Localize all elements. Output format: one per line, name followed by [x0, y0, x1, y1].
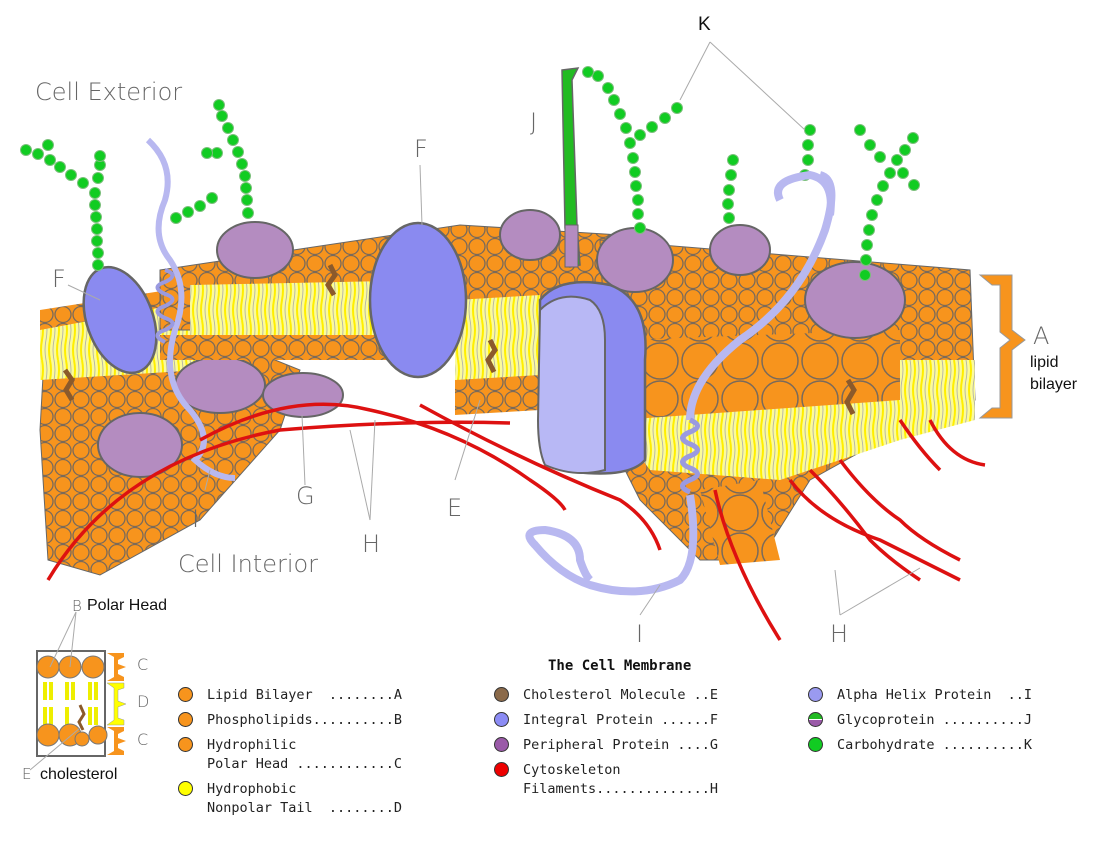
label-k: K	[698, 14, 711, 35]
label-f-top: F	[414, 135, 428, 163]
peripheral-protein	[804, 261, 906, 339]
integral-protein-channel-face	[536, 295, 606, 475]
legend-item-peripheral-protein: Peripheral Protein ....G	[494, 736, 718, 755]
cholesterol-molecule	[844, 378, 857, 416]
brown-circle-icon	[494, 687, 509, 702]
legend-title: The Cell Membrane	[548, 658, 692, 674]
carbohydrate-chain-2	[201, 99, 254, 219]
legend-item-phospholipids: Phospholipids..........B	[178, 711, 402, 730]
carbohydrate-chain-1	[20, 139, 106, 271]
cholesterol-molecule	[62, 368, 75, 402]
inset-label-d: D	[137, 692, 150, 711]
right-membrane-section	[596, 224, 976, 565]
carbohydrate-chains	[20, 66, 920, 281]
label-a: A	[1033, 322, 1050, 350]
lavender-circle-icon	[808, 687, 823, 702]
legend-item-glycoprotein: Glycoprotein ..........J	[808, 711, 1032, 730]
inset-label-c-top: C	[137, 655, 149, 674]
label-h-right: H	[830, 620, 849, 648]
legend-column-2: Cholesterol Molecule ..E Integral Protei…	[494, 686, 718, 805]
inset-caption-polar-head: Polar Head	[87, 597, 168, 614]
label-h-left: H	[362, 530, 381, 558]
legend-item-integral-protein: Integral Protein ......F	[494, 711, 718, 730]
legend-column-3: Alpha Helix Protein ..I Glycoprotein ...…	[808, 686, 1032, 761]
label-j: J	[530, 108, 538, 136]
legend-item-nonpolar-tail: Hydrophobic Nonpolar Tail ........D	[178, 780, 402, 818]
peripheral-protein	[97, 412, 183, 478]
legend-column-1: Lipid Bilayer ........A Phospholipids...…	[178, 686, 402, 824]
label-cell-exterior: Cell Exterior	[35, 78, 183, 106]
carbohydrate-chain-5	[722, 154, 739, 224]
label-e: E	[447, 494, 463, 522]
peripheral-protein	[499, 209, 561, 261]
inset-bilayer-illustration	[29, 611, 127, 771]
orange-circle-icon	[178, 737, 193, 752]
integral-protein-middle	[368, 221, 468, 379]
peripheral-protein	[216, 221, 294, 279]
inset-label-b: B	[72, 597, 82, 615]
legend-item-lipid-bilayer: Lipid Bilayer ........A	[178, 686, 402, 705]
label-a-caption-line1: lipid	[1030, 354, 1059, 371]
legend-item-cholesterol: Cholesterol Molecule ..E	[494, 686, 718, 705]
cytoskeleton-filaments	[46, 402, 986, 641]
carbohydrate-chain-4	[582, 66, 683, 234]
legend-item-cytoskeleton: Cytoskeleton Filaments..............H	[494, 761, 718, 799]
orange-circle-icon	[178, 687, 193, 702]
alpha-helix-protein-right	[525, 170, 836, 596]
orange-circle-icon	[178, 712, 193, 727]
cholesterol-molecule	[485, 338, 498, 374]
blue-circle-icon	[494, 712, 509, 727]
label-i-right: I	[636, 620, 644, 648]
carbohydrate-chain-3	[170, 192, 218, 224]
glycoprotein-icon	[808, 712, 823, 727]
cholesterol-molecule	[325, 263, 338, 297]
label-i-left: I	[192, 505, 200, 533]
label-cell-interior: Cell Interior	[178, 550, 319, 578]
leader-lines	[67, 41, 921, 616]
legend-item-polar-head: Hydrophilic Polar Head ............C	[178, 736, 402, 774]
green-circle-icon	[808, 737, 823, 752]
red-circle-icon	[494, 762, 509, 777]
yellow-circle-icon	[178, 781, 193, 796]
carbohydrate-chain-7	[854, 124, 920, 281]
peripheral-protein	[596, 227, 674, 293]
peripheral-protein	[709, 224, 771, 276]
legend-item-carbohydrate: Carbohydrate ..........K	[808, 736, 1032, 755]
label-f-left: F	[52, 265, 66, 293]
inset-label-c-bottom: C	[137, 730, 149, 749]
label-a-caption-line2: bilayer	[1030, 376, 1078, 393]
legend-item-alpha-helix: Alpha Helix Protein ..I	[808, 686, 1032, 705]
alpha-helix-protein-left	[145, 137, 236, 481]
inset-caption-cholesterol: cholesterol	[40, 766, 118, 783]
bracket-a	[978, 274, 1026, 419]
glycoprotein-stem	[564, 224, 579, 268]
label-g: G	[296, 482, 315, 510]
purple-circle-icon	[494, 737, 509, 752]
inset-label-e: E	[22, 765, 32, 783]
